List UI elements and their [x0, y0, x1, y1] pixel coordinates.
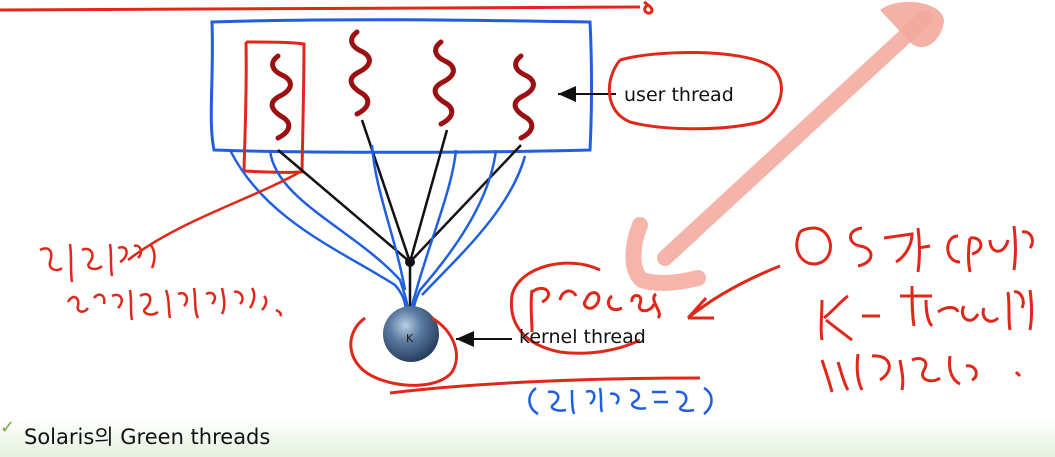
user-thread-red-loop: [607, 50, 783, 131]
process-loop: [509, 261, 641, 355]
checkmark-icon: ✓: [0, 417, 16, 438]
footer-title: Solaris의 Green threads: [24, 425, 271, 449]
user-threads: [269, 29, 536, 141]
user-thread-2: [348, 29, 372, 117]
left-korean-handwriting: [39, 170, 301, 321]
footer-band: ✓ Solaris의 Green threads: [0, 417, 1055, 457]
process-handwriting: [529, 286, 661, 333]
kernel-thread-sphere: [383, 306, 439, 362]
kernel-underline: [389, 376, 701, 395]
user-thread-3: [432, 39, 456, 127]
user-thread-label: user thread: [624, 84, 734, 106]
blue-korean-annotation: [528, 386, 713, 416]
top-red-mark: [643, 0, 654, 15]
top-red-stroke: [0, 5, 641, 12]
user-thread-1: [269, 53, 293, 141]
mapping-lines: [277, 119, 522, 318]
highlight-double-arrow: [625, 1, 945, 292]
join-dot: [405, 257, 415, 267]
right-korean-handwriting: [686, 225, 1034, 393]
kernel-node-label: K: [406, 332, 414, 345]
kernel-thread-red-circle: [349, 316, 458, 387]
user-thread-4: [512, 53, 536, 141]
user-space-box: [209, 18, 593, 154]
blue-funnel-lines: [228, 144, 527, 313]
kernel-thread-label: kernel thread: [519, 326, 646, 348]
